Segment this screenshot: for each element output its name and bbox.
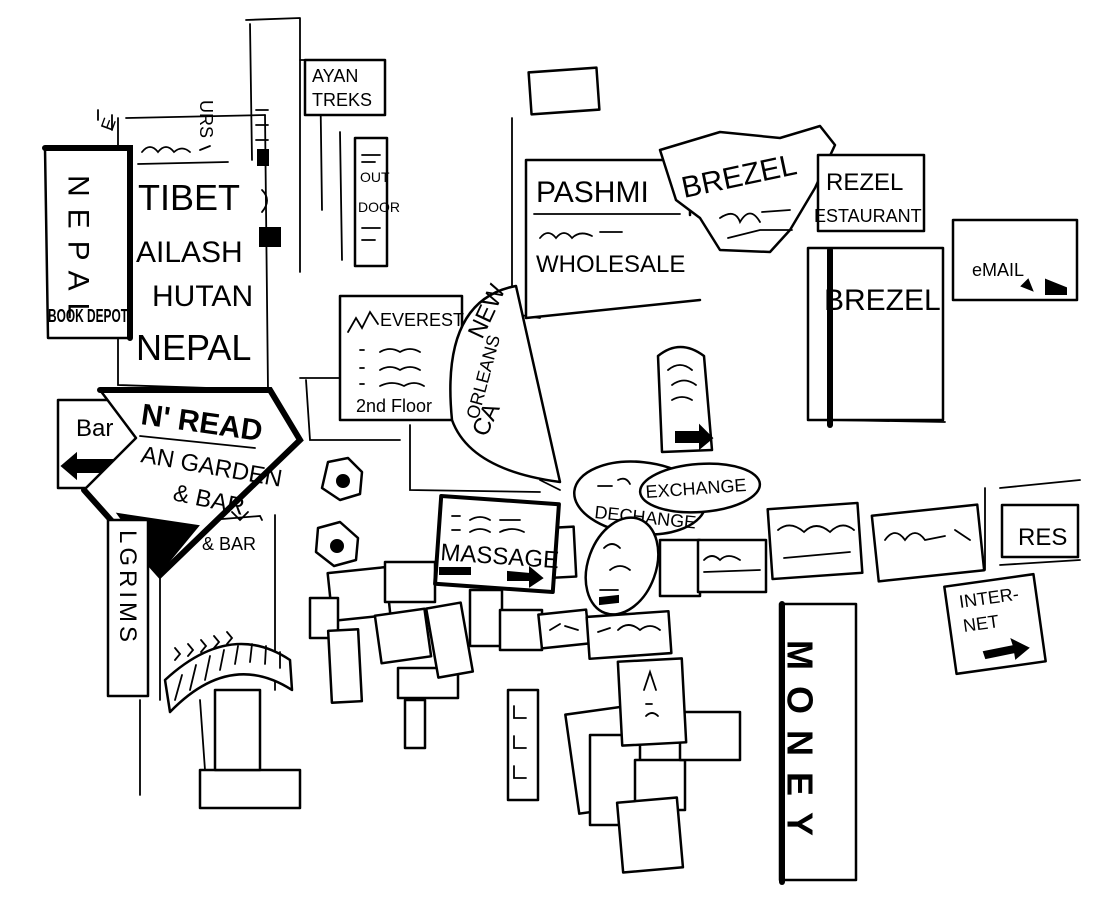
brezel-right-text: REZEL: [826, 169, 903, 196]
nepal-vertical-text: NEPAL: [62, 175, 95, 331]
brezel-restaurant-sign: REZEL ESTAURANT: [814, 153, 926, 233]
money-text: MONEY: [780, 640, 821, 852]
pilgrims-text: LGRIMS: [114, 530, 141, 646]
email-sign: eMAIL: [951, 218, 1079, 302]
urs-text: URS: [196, 100, 216, 138]
res-text: RES: [1018, 524, 1067, 551]
everest-sign: EVEREST 2nd Floor: [338, 294, 464, 422]
restaurant-text: ESTAURANT: [814, 206, 922, 226]
brezel-tall-text: BREZEL: [824, 284, 941, 317]
bar2-text: & BAR: [202, 534, 256, 554]
second-floor-text: 2nd Floor: [356, 396, 432, 416]
e-letter: E: [97, 115, 120, 133]
massage-sign: MASSAGE: [433, 493, 561, 595]
pashmina-wholesale-sign: PASHMI WHOLESALE: [524, 158, 702, 320]
arrow-sign-upper: [656, 345, 714, 454]
ayan-text: AYAN: [312, 66, 358, 86]
treks-text: TREKS: [312, 90, 372, 110]
brezel-top-sign: BREZEL: [658, 124, 837, 254]
door-text: DOOR: [358, 199, 400, 215]
bar-text: Bar: [76, 415, 113, 442]
nepal-book-depot-sign: NEPAL BOOK DEPOT: [42, 145, 133, 341]
small-oval-sign: [584, 516, 660, 616]
book-depot-text: BOOK DEPOT: [48, 306, 128, 326]
money-sign: MONEY: [778, 601, 858, 885]
pilgrims-sign: LGRIMS: [106, 518, 150, 698]
bhutan-text: HUTAN: [152, 280, 253, 313]
shopfront-row: RES: [696, 501, 1080, 594]
internet-sign: INTER- NET: [943, 572, 1047, 676]
everest-text: EVEREST: [380, 310, 464, 330]
ayan-treks-sign: AYAN TREKS: [303, 58, 387, 117]
tibet-text: TIBET: [138, 177, 240, 218]
exchange-sign-front: EXCHANGE: [638, 462, 762, 514]
internet-line2-text: NET: [962, 611, 1000, 636]
stair-sign: [163, 631, 294, 714]
tibet-kailash-bhutan-nepal-sign: E URS TIBET AILASH HUTAN NEPAL: [97, 100, 281, 368]
outdoor-sign: OUT DOOR: [353, 136, 400, 268]
pashmina-text: PASHMI: [536, 176, 649, 209]
hexagon-ornaments: [314, 456, 364, 568]
email-text: eMAIL: [972, 260, 1024, 280]
kailash-text: AILASH: [136, 236, 243, 269]
wholesale-text: WHOLESALE: [536, 251, 685, 278]
nepal-text: NEPAL: [136, 327, 251, 368]
lower-middle-signs: [506, 608, 688, 802]
brezel-tall-sign: BREZEL: [806, 246, 945, 428]
out-text: OUT: [360, 169, 390, 185]
new-orleans-cafe-sign: NEW ORLEANS CA: [449, 280, 562, 484]
